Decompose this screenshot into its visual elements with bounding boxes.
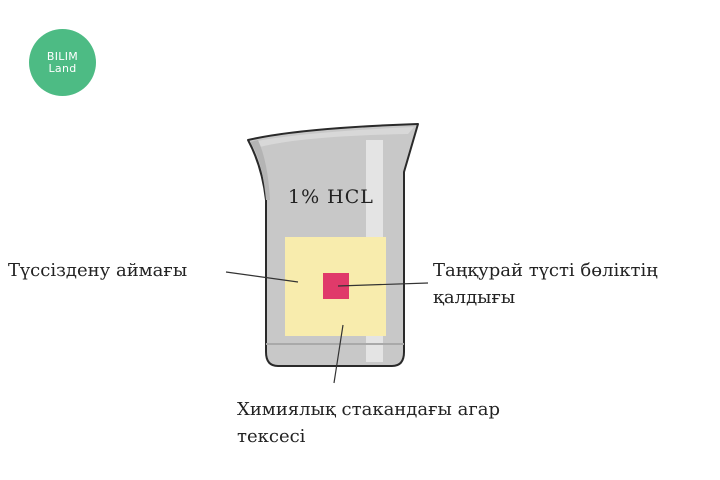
beaker-rim (252, 127, 414, 148)
decolorization-zone-label: Түссіздену аймағы (8, 260, 188, 281)
beaker-label: 1% HCL (288, 186, 374, 208)
bilimland-logo: BILIM Land (29, 29, 96, 96)
leader-line-bottom (333, 324, 344, 384)
raspberry-residue-label-line1: Таңқурай түсті бөліктің (433, 260, 658, 281)
agar-plate-label-line2: тексесі (237, 426, 306, 447)
leader-line-left (225, 271, 299, 283)
raspberry-residue-label-line2: қалдығы (433, 287, 516, 308)
logo-text-line1: BILIM (46, 49, 79, 63)
agar-plate-label-line1: Химиялық стакандағы агар (237, 399, 501, 420)
beaker-spout-shade (250, 140, 270, 200)
logo-text-line2: Land (48, 61, 77, 75)
leader-line-right (337, 282, 429, 287)
